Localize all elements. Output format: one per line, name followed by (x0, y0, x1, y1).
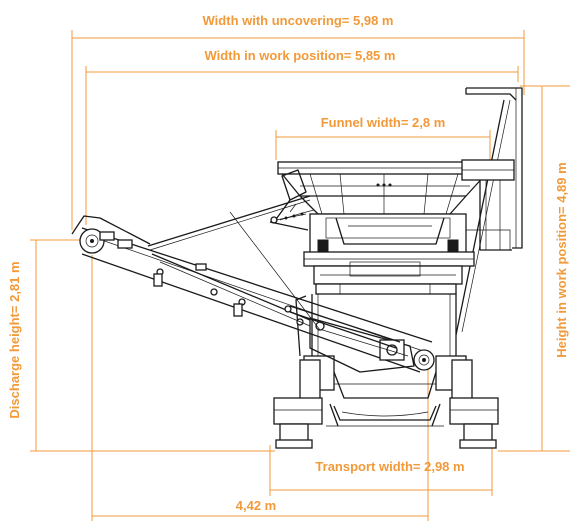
dimension-lines (30, 30, 570, 521)
side-platform (461, 159, 515, 251)
width-uncovering-label: Width with uncovering= 5,98 m (203, 13, 394, 28)
discharge-height-label: Discharge height= 2,81 m (7, 261, 22, 418)
dimension-labels: Width with uncovering= 5,98 m Width in w… (7, 13, 569, 513)
funnel-width-label: Funnel width= 2,8 m (321, 115, 446, 130)
width-work-position-label: Width in work position= 5,85 m (205, 48, 396, 63)
height-work-position-label: Height in work position= 4,89 m (554, 162, 569, 357)
left-support-leg (273, 359, 323, 449)
funnel-hopper (277, 161, 491, 215)
conveyor-support-struts (147, 195, 401, 349)
transport-width-label: Transport width= 2,98 m (315, 459, 464, 474)
length-label: 4,42 m (236, 498, 276, 513)
bottom-chute (326, 403, 444, 427)
crusher-machine (71, 87, 523, 449)
right-support-leg (449, 359, 499, 449)
top-cover-panel (455, 87, 523, 336)
crusher-body (303, 213, 475, 295)
